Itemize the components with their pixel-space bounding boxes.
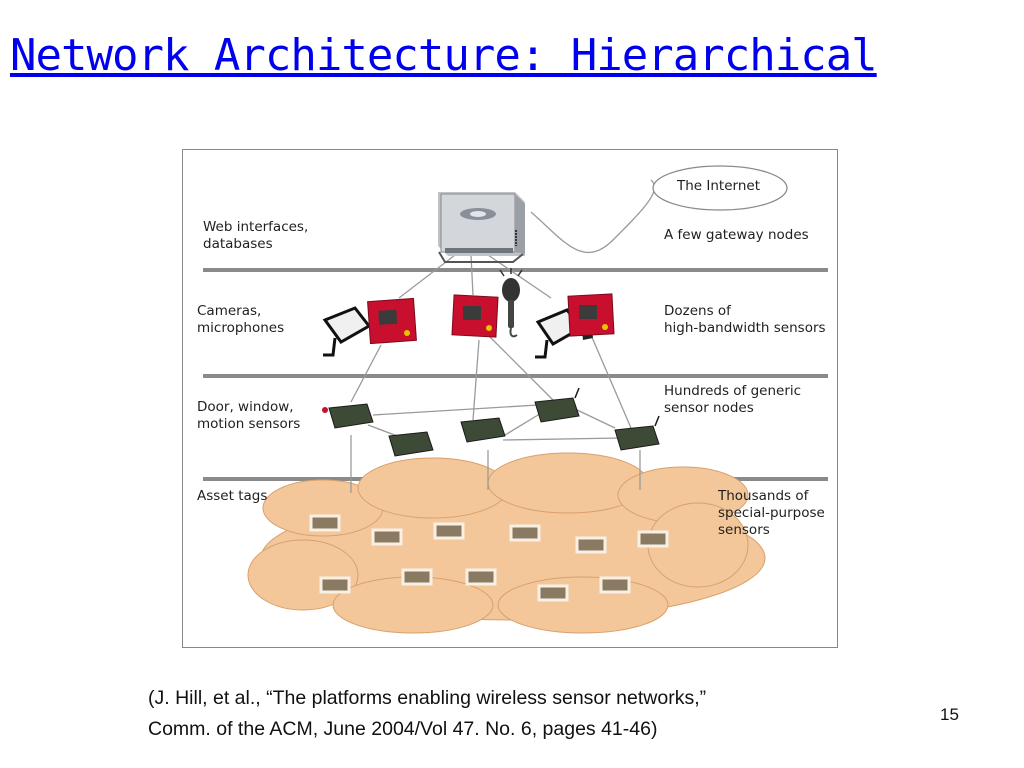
high-bandwidth-sensor-icon: [451, 294, 499, 338]
generic-sensor-node-icon: [614, 415, 660, 451]
gateway-server-icon: [438, 192, 525, 263]
internet-bubble: [652, 165, 788, 211]
tier-3-right-label: Hundreds of generic sensor nodes: [664, 383, 802, 416]
microphone-icon: [499, 268, 523, 338]
high-bandwidth-sensor-icon: [367, 297, 417, 345]
generic-sensor-node-icon: [534, 387, 580, 423]
tier-3-left-label: Door, window, motion sensors: [197, 399, 301, 432]
slide-title: Network Architecture: Hierarchical: [10, 30, 878, 81]
tier-4-left-label: Asset tags: [197, 488, 268, 504]
generic-sensor-node-icon: [322, 403, 374, 429]
asset-tag-cloud: [247, 452, 766, 634]
generic-sensor-node-icon: [388, 431, 434, 457]
internet-label: The Internet: [677, 178, 761, 194]
generic-sensor-node-icon: [460, 417, 506, 443]
tier-1-right-label: A few gateway nodes: [664, 227, 809, 243]
tier-4-right-label: Thousands of special-purpose sensors: [718, 488, 825, 538]
asset-tag-chips: [309, 514, 669, 602]
high-bandwidth-sensor-icon: [567, 293, 615, 337]
citation-text: (J. Hill, et al., “The platforms enablin…: [148, 687, 707, 740]
tier-1-left-label: Web interfaces, databases: [203, 219, 309, 252]
tier-2-right-label: Dozens of high-bandwidth sensors: [664, 303, 826, 336]
page-number: 15: [940, 705, 959, 724]
tier-2-left-label: Cameras, microphones: [197, 303, 285, 336]
hierarchy-diagram: The Internet Web interfaces, databases A…: [182, 149, 838, 648]
